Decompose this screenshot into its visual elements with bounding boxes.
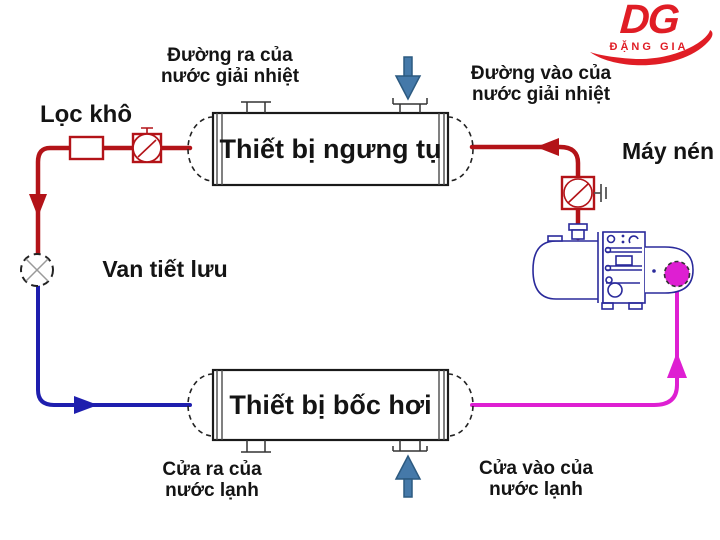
label-expansion-valve: Van tiết lưu	[102, 256, 228, 282]
label-chilled-water-outlet: Cửa ra của nước lạnh	[162, 459, 262, 502]
condenser-vessel	[187, 98, 474, 187]
flow-arrow-up-icon	[667, 352, 687, 378]
logo-arrow-icon	[620, 10, 638, 30]
evaporator-left-nozzle	[241, 440, 271, 453]
condenser-label: Thiết bị ngưng tụ	[219, 133, 442, 164]
suction-pipe	[470, 282, 687, 407]
logo-brand-name: ĐẶNG GIA	[609, 41, 689, 53]
water-inlet-arrow-icon	[394, 56, 422, 101]
label-chilled-water-inlet: Cửa vào của nước lạnh	[478, 458, 594, 501]
evaporator-label: Thiết bị bốc hơi	[229, 389, 432, 420]
dang-gia-logo: DG ĐẶNG GIA	[586, 0, 718, 70]
discharge-service-valve	[560, 175, 607, 211]
condenser-right-nozzle	[392, 98, 428, 113]
flow-arrow-left-icon	[536, 138, 559, 156]
filter-drier	[68, 135, 105, 161]
evaporator-vessel	[187, 368, 474, 453]
condenser-left-nozzle	[241, 101, 271, 113]
logo-swoosh	[590, 10, 713, 66]
label-dry-filter: Lọc khô	[39, 101, 132, 128]
hot-liquid-pipe	[29, 145, 193, 258]
compressor-drawing	[532, 223, 694, 310]
suction-port	[663, 260, 691, 288]
expansion-valve-symbol	[20, 253, 54, 287]
label-cooling-water-outlet: Đường ra của nước giải nhiệt	[160, 45, 300, 88]
label-compressor: Máy nén	[621, 138, 715, 164]
cold-liquid-pipe	[36, 283, 192, 414]
flow-arrow-right-icon	[74, 396, 98, 414]
label-cooling-water-inlet: Đường vào của nước giải nhiệt	[470, 63, 612, 106]
flow-arrow-down-icon	[29, 194, 47, 217]
water-inlet-arrow-bottom-icon	[394, 454, 422, 498]
evaporator-right-nozzle	[392, 440, 428, 452]
logo-initials: DG	[618, 0, 680, 42]
sight-glass-valve	[131, 127, 163, 164]
